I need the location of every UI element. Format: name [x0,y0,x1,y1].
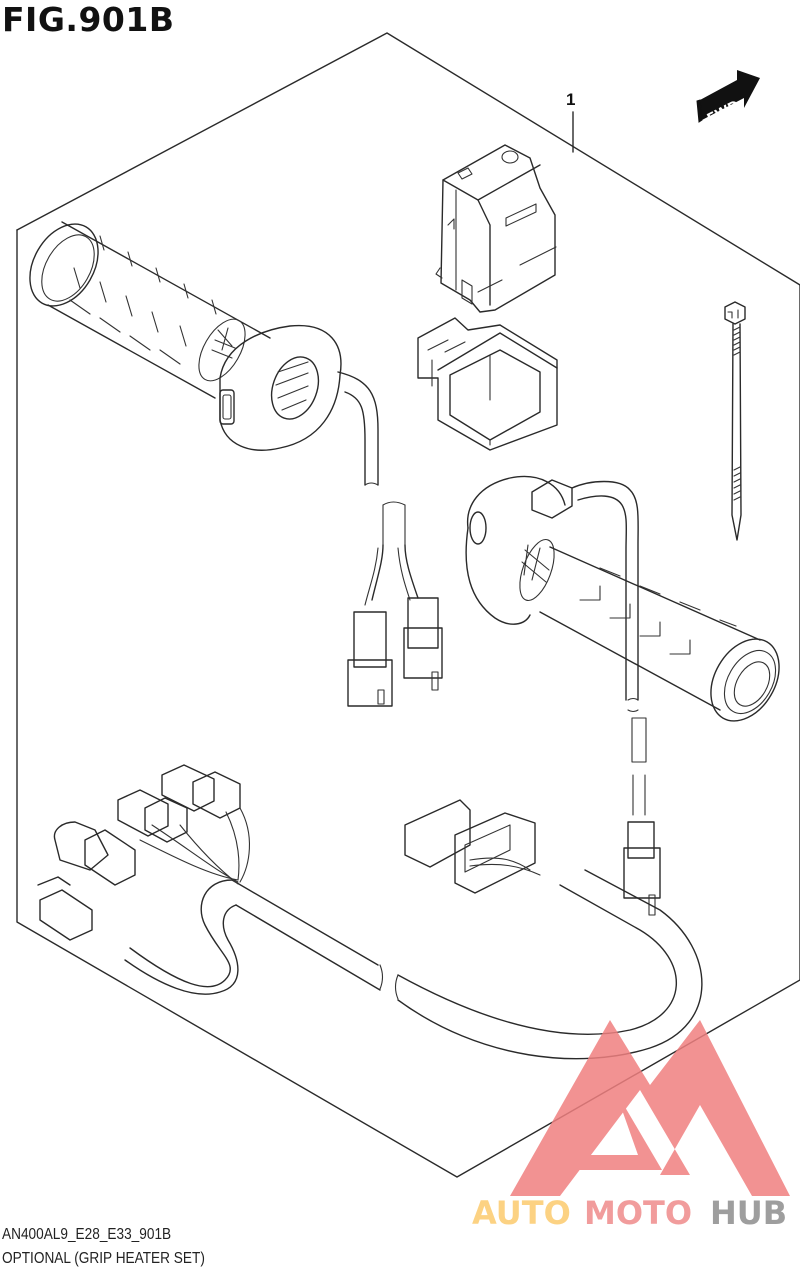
watermark-hub: HUB [710,1194,787,1232]
cable-tie-icon [724,301,746,541]
controller-icon [435,144,557,313]
description-caption: OPTIONAL (GRIP HEATER SET) [2,1250,205,1267]
cover-icon [417,317,558,451]
grip-left-cable [337,371,443,707]
harness-icon [37,764,703,1060]
model-code-caption: AN400AL9_E28_E33_901B [2,1226,172,1243]
fwd-arrow-icon: FWD [696,70,760,127]
part-reference-number: 1 [566,90,576,109]
grip-right-cable [623,697,661,916]
watermark-logo-icon: AUTO MOTO HUB [472,1020,790,1232]
grip-left-icon [29,221,342,451]
watermark-auto: AUTO [472,1194,571,1232]
watermark-moto: MOTO [584,1194,692,1232]
grip-right-icon [465,475,780,722]
figure-title: FIG.901B [2,0,175,39]
